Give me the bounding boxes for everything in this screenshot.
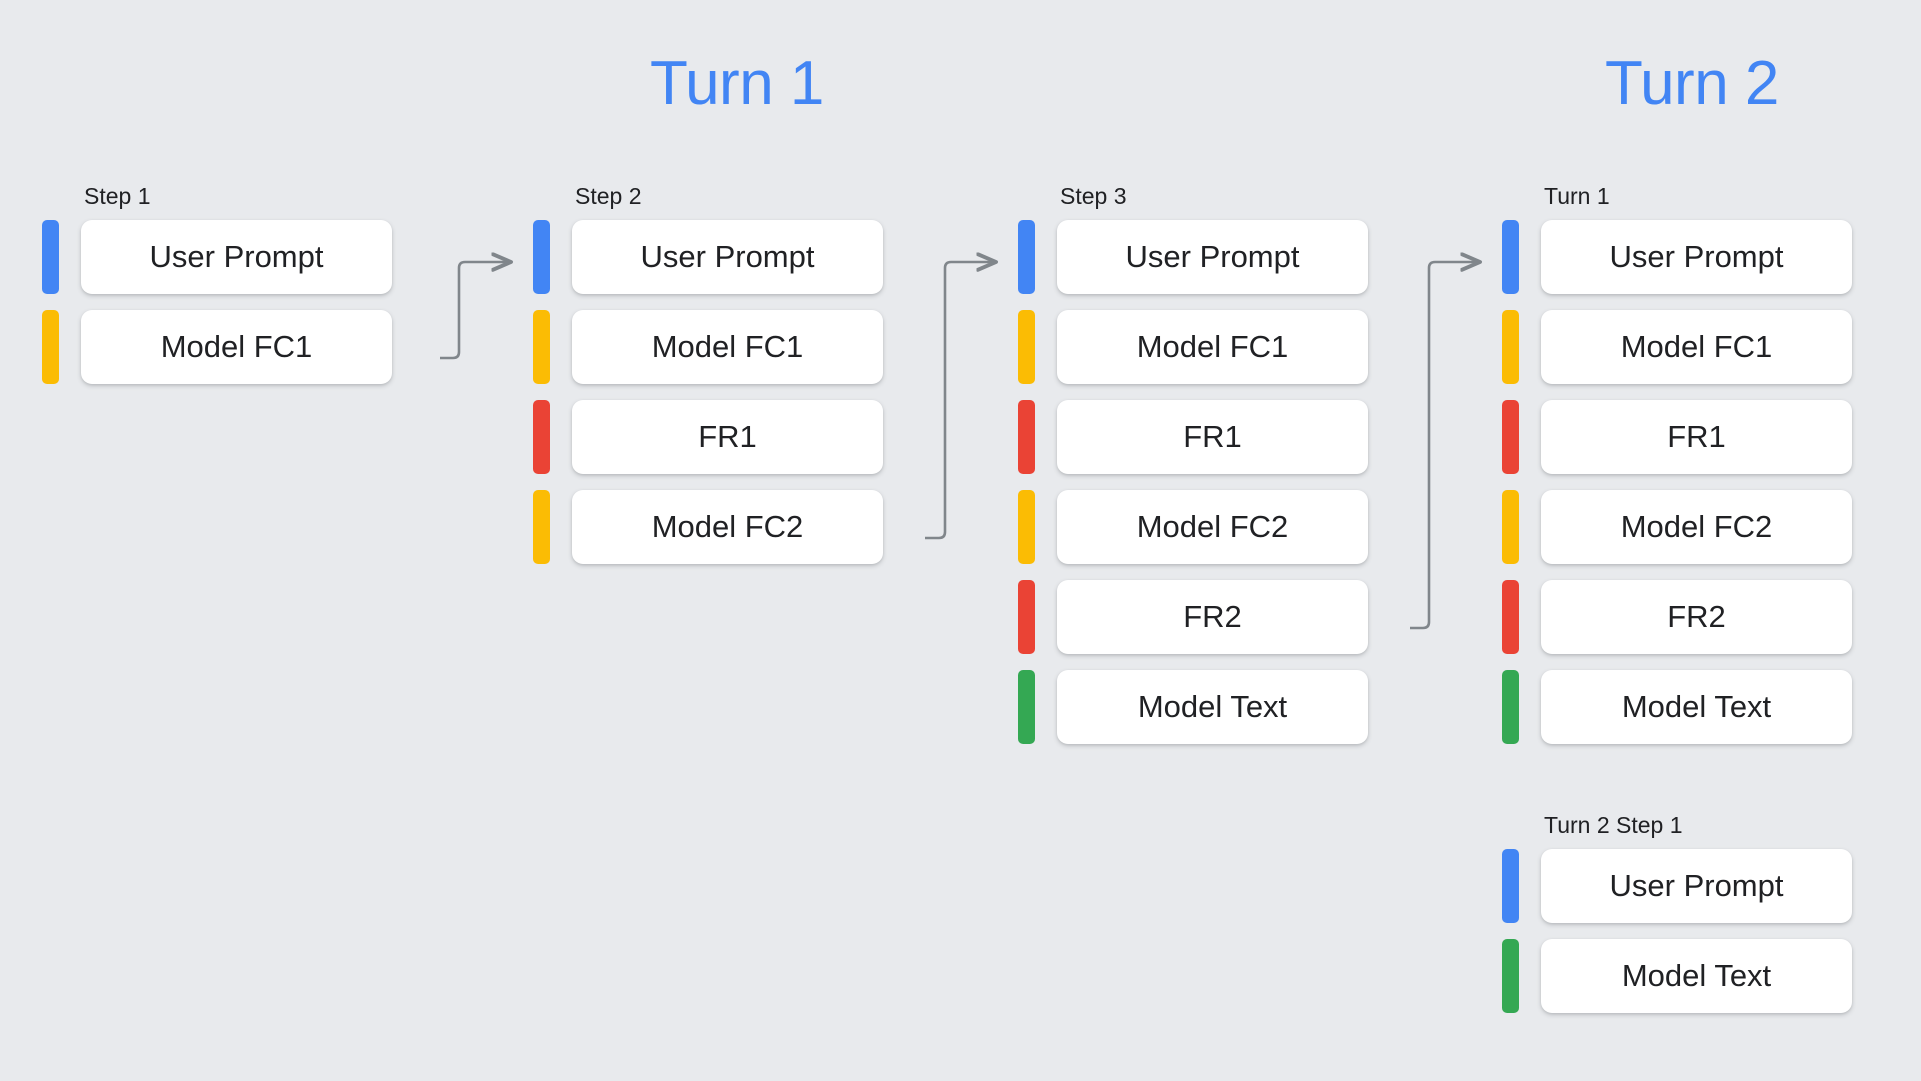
turn-1-title: Turn 1 (650, 49, 824, 118)
list-item[interactable]: Model FC2 (1502, 490, 1852, 564)
column-label-step-1: Step 1 (84, 183, 151, 209)
column-label-turn-1: Turn 1 (1544, 183, 1610, 209)
connector-step1-step2 (440, 262, 510, 360)
card-label: Model FC1 (572, 310, 883, 384)
card-label: FR2 (1057, 580, 1368, 654)
green-color-bar (1502, 939, 1519, 1013)
connector-step3-turn1 (1410, 262, 1479, 630)
list-item[interactable]: Model Text (1502, 939, 1852, 1013)
yellow-color-bar (533, 310, 550, 384)
red-color-bar (533, 400, 550, 474)
card-label: User Prompt (1541, 220, 1852, 294)
yellow-color-bar (42, 310, 59, 384)
column-rows-step-2: User Prompt Model FC1 FR1 Model FC2 (533, 220, 883, 564)
green-color-bar (1018, 670, 1035, 744)
card-label: User Prompt (1057, 220, 1368, 294)
column-label-step-3: Step 3 (1060, 183, 1127, 209)
card-label: Model FC2 (1057, 490, 1368, 564)
red-color-bar (1502, 400, 1519, 474)
red-color-bar (1018, 400, 1035, 474)
card-label: Model FC2 (1541, 490, 1852, 564)
card-label: FR2 (1541, 580, 1852, 654)
column-step-1: Step 1 User Prompt Model FC1 (42, 183, 392, 384)
turn-2-title: Turn 2 (1605, 49, 1779, 118)
green-color-bar (1502, 670, 1519, 744)
yellow-color-bar (1018, 310, 1035, 384)
yellow-color-bar (1502, 490, 1519, 564)
list-item[interactable]: FR2 (1018, 580, 1368, 654)
list-item[interactable]: Model Text (1018, 670, 1368, 744)
blue-color-bar (1018, 220, 1035, 294)
red-color-bar (1018, 580, 1035, 654)
list-item[interactable]: Model FC1 (42, 310, 392, 384)
yellow-color-bar (1018, 490, 1035, 564)
column-rows-turn-2-step-1: User Prompt Model Text (1502, 849, 1852, 1013)
column-turn-1: Turn 1 User Prompt Model FC1 FR1 Model F… (1502, 183, 1852, 744)
card-label: Model FC1 (1057, 310, 1368, 384)
yellow-color-bar (1502, 310, 1519, 384)
card-label: Model FC1 (1541, 310, 1852, 384)
card-label: Model FC2 (572, 490, 883, 564)
list-item[interactable]: User Prompt (1502, 849, 1852, 923)
card-label: Model Text (1541, 670, 1852, 744)
card-label: FR1 (572, 400, 883, 474)
column-label-step-2: Step 2 (575, 183, 642, 209)
list-item[interactable]: User Prompt (42, 220, 392, 294)
connector-step2-step3 (925, 262, 995, 540)
list-item[interactable]: Model FC2 (533, 490, 883, 564)
list-item[interactable]: FR1 (1018, 400, 1368, 474)
list-item[interactable]: Model FC1 (1502, 310, 1852, 384)
card-label: User Prompt (81, 220, 392, 294)
column-step-3: Step 3 User Prompt Model FC1 FR1 Model F… (1018, 183, 1368, 744)
blue-color-bar (1502, 220, 1519, 294)
card-label: Model Text (1057, 670, 1368, 744)
red-color-bar (1502, 580, 1519, 654)
list-item[interactable]: User Prompt (533, 220, 883, 294)
card-label: FR1 (1541, 400, 1852, 474)
column-label-turn-2-step-1: Turn 2 Step 1 (1544, 812, 1683, 838)
card-label: FR1 (1057, 400, 1368, 474)
blue-color-bar (533, 220, 550, 294)
list-item[interactable]: Model FC1 (1018, 310, 1368, 384)
blue-color-bar (42, 220, 59, 294)
column-rows-turn-1: User Prompt Model FC1 FR1 Model FC2 FR2 … (1502, 220, 1852, 744)
list-item[interactable]: Model FC2 (1018, 490, 1368, 564)
card-label: Model FC1 (81, 310, 392, 384)
card-label: User Prompt (1541, 849, 1852, 923)
blue-color-bar (1502, 849, 1519, 923)
column-rows-step-3: User Prompt Model FC1 FR1 Model FC2 FR2 … (1018, 220, 1368, 744)
column-rows-step-1: User Prompt Model FC1 (42, 220, 392, 384)
list-item[interactable]: User Prompt (1502, 220, 1852, 294)
column-turn-2-step-1: Turn 2 Step 1 User Prompt Model Text (1502, 812, 1852, 1013)
card-label: Model Text (1541, 939, 1852, 1013)
yellow-color-bar (533, 490, 550, 564)
list-item[interactable]: FR1 (533, 400, 883, 474)
list-item[interactable]: FR1 (1502, 400, 1852, 474)
column-step-2: Step 2 User Prompt Model FC1 FR1 Model F… (533, 183, 883, 564)
list-item[interactable]: User Prompt (1018, 220, 1368, 294)
list-item[interactable]: Model Text (1502, 670, 1852, 744)
list-item[interactable]: FR2 (1502, 580, 1852, 654)
card-label: User Prompt (572, 220, 883, 294)
list-item[interactable]: Model FC1 (533, 310, 883, 384)
